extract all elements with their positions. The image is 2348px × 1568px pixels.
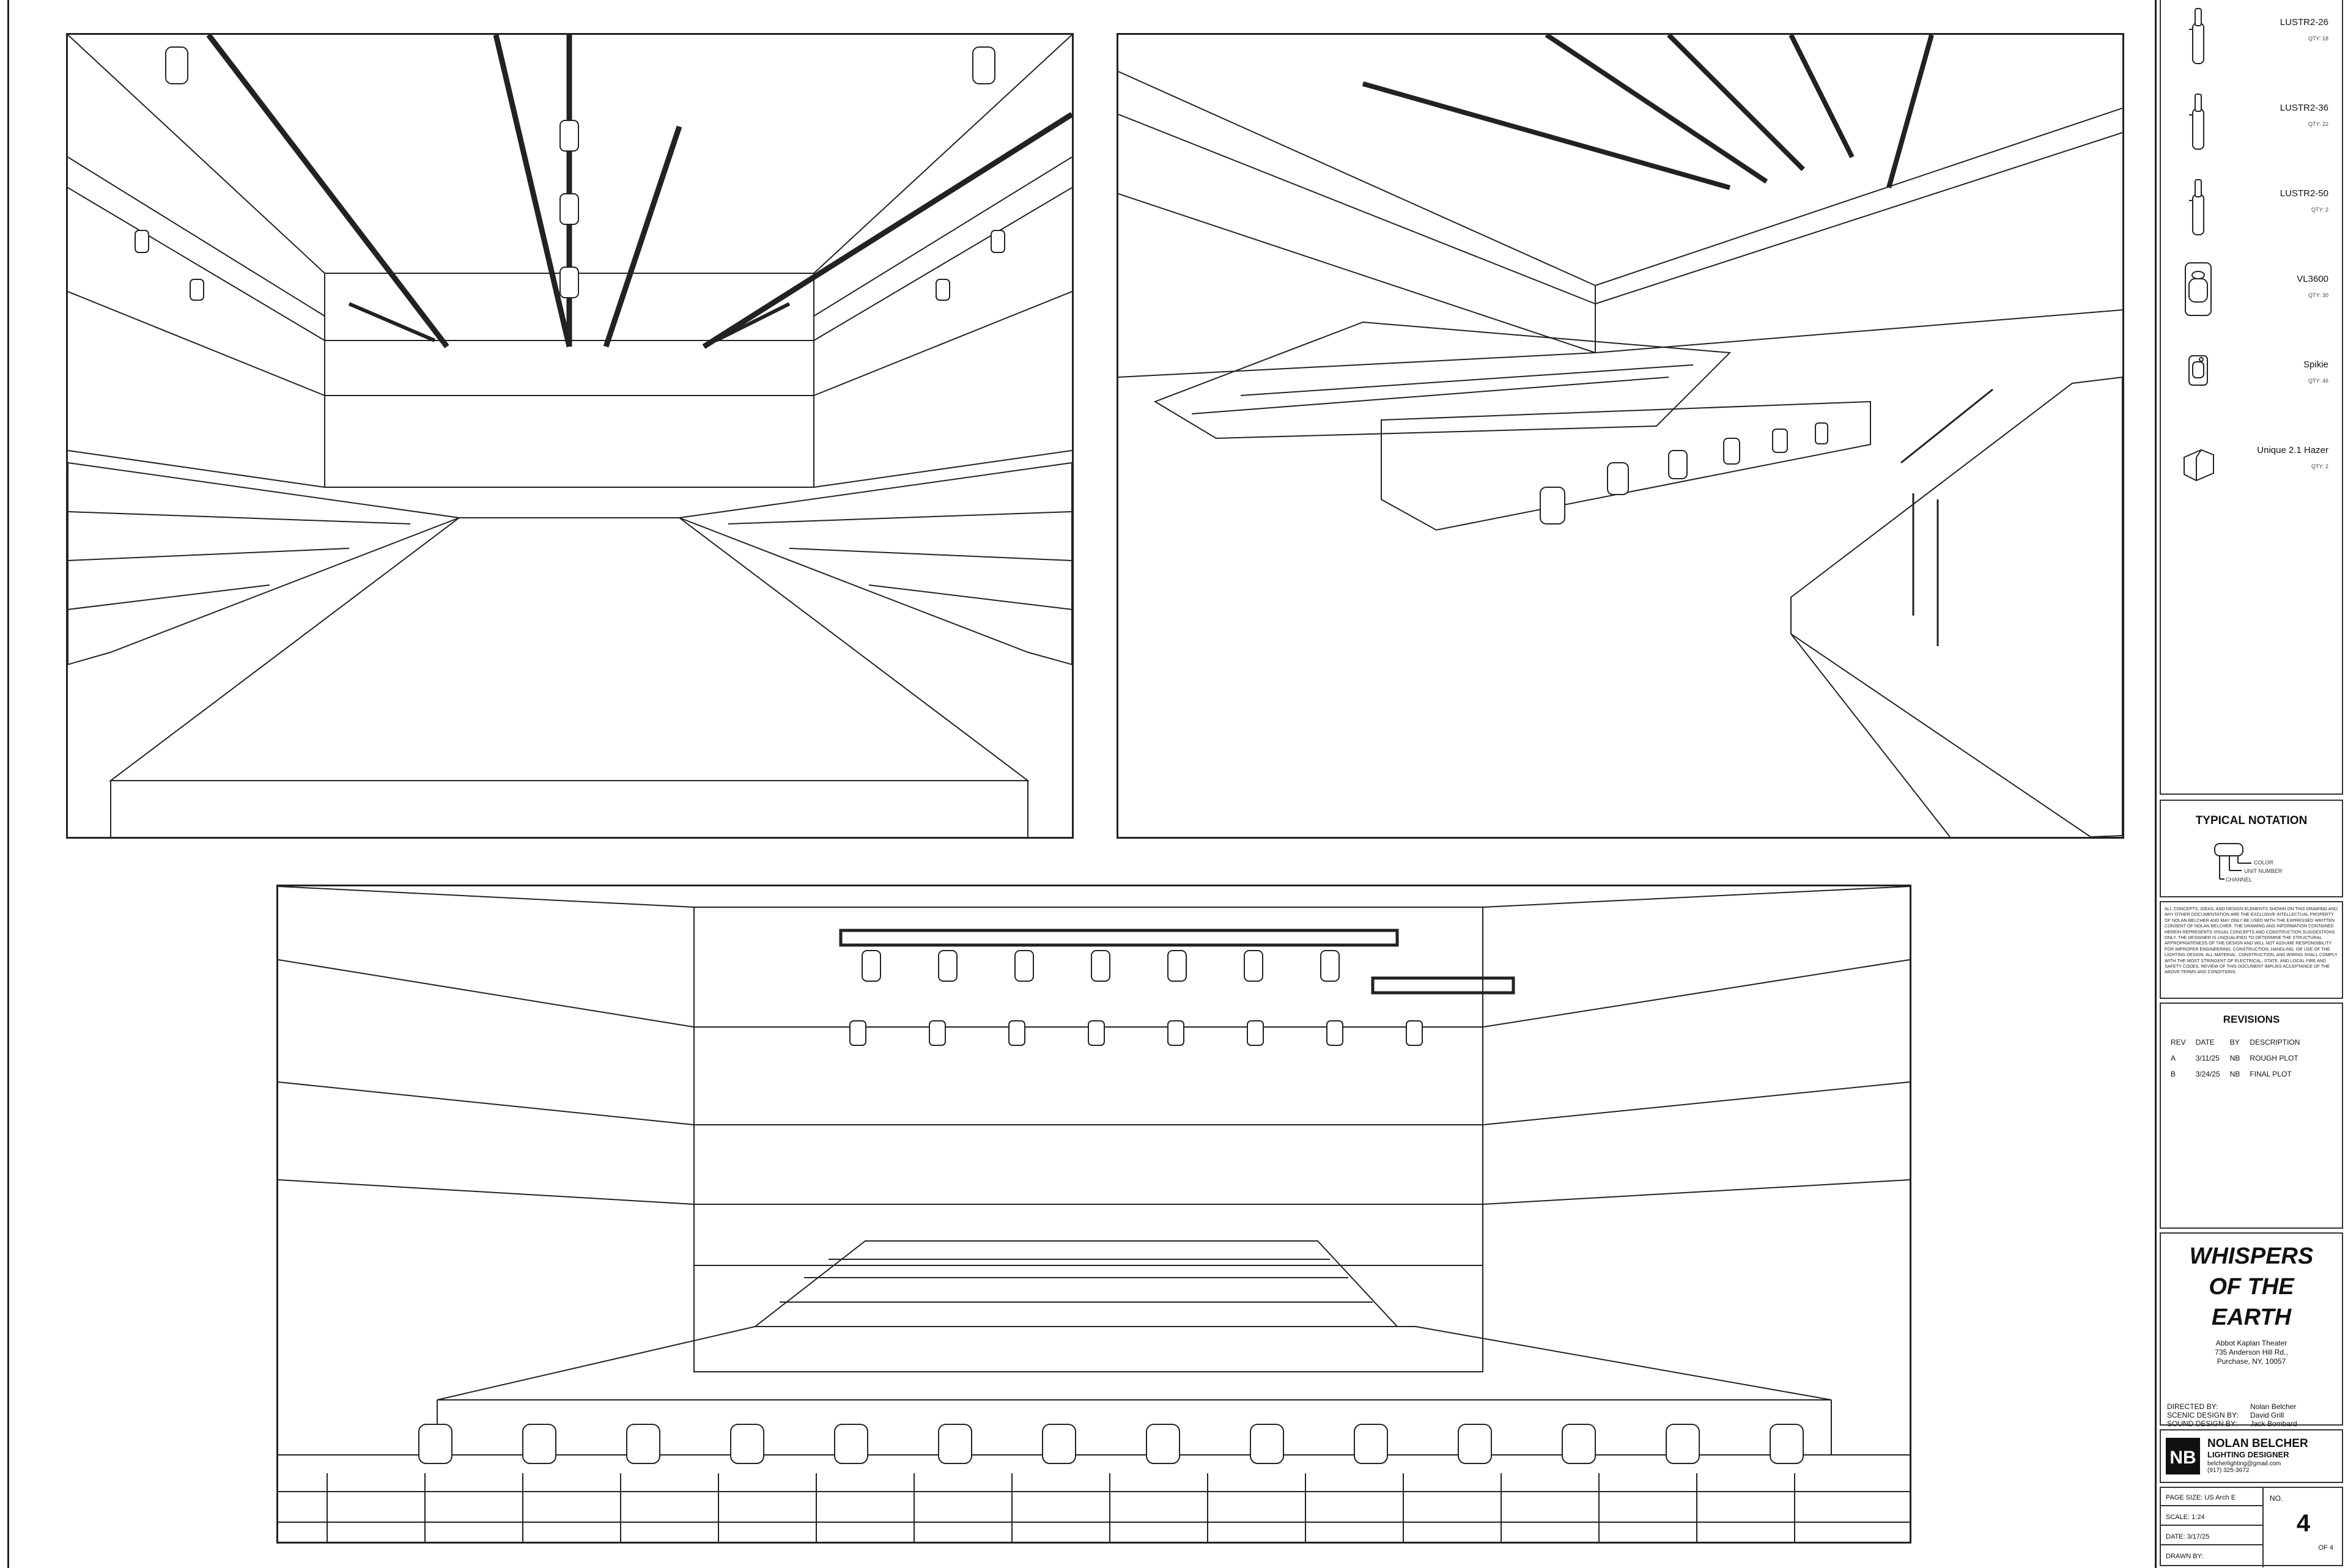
moving-head-icon (2185, 262, 2212, 316)
legend-item-spikie: Spikie QTY: 46 (2161, 342, 2344, 422)
designer-contact: belcherlighting@gmail.com (917) 325-3672 (2207, 1460, 2281, 1474)
legend-name: Unique 2.1 Hazer (2257, 445, 2328, 455)
notation-channel-label: CHANNEL (2226, 877, 2253, 883)
spikie-icon (2188, 355, 2208, 386)
column-header: DATE (2195, 1038, 2215, 1047)
table-header-row: REV DATE BY DESCRIPTION (2166, 1034, 2305, 1050)
show-title-line: EARTH (2211, 1305, 2292, 1330)
legend-item-lustr2-36: LUSTR2-36 QTY: 22 (2161, 86, 2344, 165)
sheet-total: OF 4 (2318, 1544, 2333, 1551)
render-view-front-elevation (276, 885, 1911, 1544)
date: DATE: 3/17/25 (2161, 1527, 2262, 1545)
revisions-table: REV DATE BY DESCRIPTION A 3/11/25 NB ROU… (2166, 1034, 2305, 1082)
scale: SCALE: 1:24 (2161, 1507, 2262, 1526)
front-elevation-drawing (278, 886, 1910, 1542)
venue-address: Abbot Kaplan Theater 735 Anderson Hill R… (2161, 1339, 2342, 1366)
typical-notation-panel: TYPICAL NOTATION COLOR UNIT NUMBER CHANN… (2160, 800, 2343, 897)
instrument-legend: LUSTR2-26 QTY: 18 LUSTR2-36 QTY: 22 LUST… (2160, 0, 2343, 795)
credit-name: David Grill (2250, 1411, 2284, 1419)
titleblock-border (2155, 0, 2157, 1568)
legend-name: LUSTR2-36 (2280, 103, 2328, 113)
legend-qty: QTY: 22 (2308, 121, 2328, 127)
credit-label: DIRECTED BY: (2167, 1402, 2218, 1411)
column-header: BY (2229, 1038, 2240, 1047)
notation-unit-label: UNIT NUMBER (2244, 868, 2283, 874)
table-cell: ROUGH PLOT (2250, 1054, 2298, 1062)
designer-panel: NB NOLAN BELCHER LIGHTING DESIGNER belch… (2160, 1429, 2343, 1483)
show-title: WHISPERS OF THE EARTH (2161, 1241, 2342, 1333)
credit-label: SCENIC DESIGN BY: (2167, 1411, 2239, 1419)
legend-item-lustr2-50: LUSTR2-50 QTY: 2 (2161, 171, 2344, 251)
sheet-meta-panel: PAGE SIZE: US Arch E SCALE: 1:24 DATE: 3… (2160, 1487, 2343, 1567)
sheet-number-label: NO. (2270, 1494, 2283, 1503)
ellipsoidal-icon (2189, 179, 2204, 235)
legend-name: VL3600 (2297, 274, 2328, 284)
table-cell: NB (2229, 1054, 2240, 1062)
hazer-icon (2184, 449, 2214, 482)
legend-name: LUSTR2-26 (2280, 17, 2328, 28)
venue-line: Purchase, NY, 10057 (2217, 1357, 2286, 1366)
notation-diagram (2214, 843, 2251, 880)
credit-row: DIRECTED BY: Nolan Belcher (2167, 1402, 2336, 1411)
disclaimer-text: All concepts, ideas, and design elements… (2165, 906, 2338, 975)
notation-color-label: COLOR (2254, 859, 2274, 866)
legend-name: Spikie (2303, 359, 2328, 370)
designer-logo: NB (2166, 1438, 2200, 1474)
venue-line: 735 Anderson Hill Rd., (2215, 1348, 2288, 1356)
ellipsoidal-icon (2189, 94, 2204, 150)
venue-line: Abbot Kaplan Theater (2215, 1339, 2287, 1347)
legend-qty: QTY: 2 (2311, 207, 2328, 213)
credit-label: SOUND DESIGN BY: (2167, 1419, 2237, 1428)
table-cell: FINAL PLOT (2250, 1070, 2292, 1078)
show-title-line: OF THE (2209, 1274, 2294, 1300)
table-cell: A (2171, 1054, 2176, 1062)
legend-item-hazer: Unique 2.1 Hazer QTY: 2 (2161, 428, 2344, 507)
drawn-by: DRAWN BY: (2166, 1553, 2204, 1560)
legend-name: LUSTR2-50 (2280, 188, 2328, 199)
designer-name: NOLAN BELCHER (2207, 1437, 2308, 1450)
revisions-panel: REVISIONS REV DATE BY DESCRIPTION A 3/11… (2160, 1003, 2343, 1229)
render-view-side-perspective (1117, 33, 2124, 839)
legend-qty: QTY: 18 (2308, 35, 2328, 42)
sheet-number-box: NO. 4 OF 4 (2262, 1488, 2343, 1567)
table-cell: 3/11/25 (2195, 1054, 2220, 1062)
designer-phone: (917) 325-3672 (2207, 1467, 2250, 1474)
legend-qty: QTY: 30 (2308, 292, 2328, 298)
side-perspective-drawing (1118, 35, 2122, 837)
legend-qty: QTY: 46 (2308, 378, 2328, 384)
table-cell: 3/24/25 (2195, 1070, 2220, 1078)
page-size: PAGE SIZE: US Arch E (2161, 1488, 2262, 1506)
ellipsoidal-icon (2189, 8, 2204, 64)
designer-email: belcherlighting@gmail.com (2207, 1460, 2281, 1467)
credits-list: DIRECTED BY: Nolan Belcher SCENIC DESIGN … (2167, 1402, 2336, 1428)
column-header: REV (2171, 1038, 2186, 1047)
designer-block: NB NOLAN BELCHER LIGHTING DESIGNER belch… (2165, 1435, 2338, 1479)
legend-qty: QTY: 2 (2311, 463, 2328, 469)
table-row: A 3/11/25 NB ROUGH PLOT (2166, 1050, 2305, 1066)
revisions-title: REVISIONS (2223, 1014, 2280, 1025)
credit-row: SOUND DESIGN BY: Jack Bombard (2167, 1419, 2336, 1428)
render-view-runway-perspective (66, 33, 1074, 839)
designer-title: LIGHTING DESIGNER (2207, 1450, 2289, 1459)
table-cell: B (2171, 1070, 2176, 1078)
column-header: DESCRIPTION (2250, 1038, 2300, 1047)
credit-name: Jack Bombard (2250, 1419, 2297, 1428)
logo-letters: NB (2169, 1448, 2196, 1468)
notation-title: TYPICAL NOTATION (2195, 814, 2308, 827)
table-cell: NB (2229, 1070, 2240, 1078)
show-title-line: WHISPERS (2189, 1243, 2314, 1269)
legend-item-lustr2-26: LUSTR2-26 QTY: 18 (2161, 0, 2344, 79)
sheet-border (7, 0, 9, 1568)
table-row: B 3/24/25 NB FINAL PLOT (2166, 1066, 2305, 1082)
show-info-panel: WHISPERS OF THE EARTH Abbot Kaplan Theat… (2160, 1232, 2343, 1428)
runway-perspective-drawing (68, 35, 1072, 837)
credit-name: Nolan Belcher (2250, 1402, 2297, 1411)
credit-row: SCENIC DESIGN BY: David Grill (2167, 1411, 2336, 1419)
disclaimer-panel: All concepts, ideas, and design elements… (2160, 901, 2343, 999)
legend-item-vl3600: VL3600 QTY: 30 (2161, 257, 2344, 336)
sheet-number: 4 (2296, 1510, 2311, 1537)
